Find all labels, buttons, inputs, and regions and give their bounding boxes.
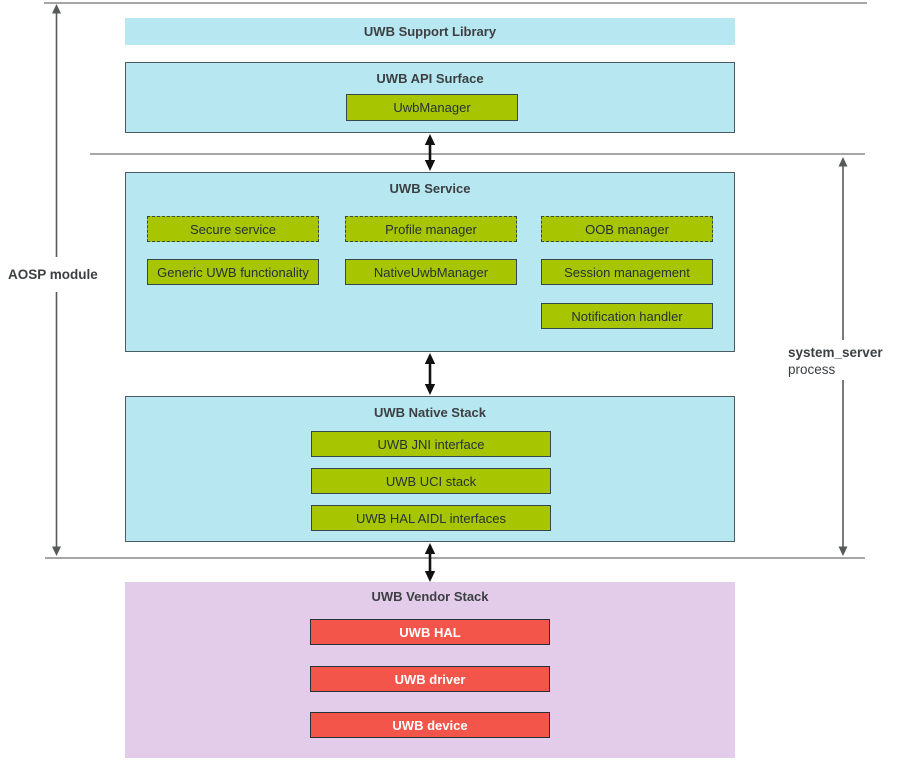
system-server-bracket-up-arrowhead (838, 157, 848, 167)
oob-manager-module: OOB manager (541, 216, 713, 242)
uwb-uci-stack-module: UWB UCI stack (311, 468, 551, 494)
bottom-divider-line (45, 557, 865, 559)
uwb-hal-module: UWB HAL (310, 619, 550, 645)
service-to-native-double-arrow (424, 353, 436, 395)
uwb-jni-interface-module: UWB JNI interface (311, 431, 551, 457)
nativeuwbmanager-module: NativeUwbManager (345, 259, 517, 285)
system-server-bracket-down-arrowhead (838, 546, 848, 556)
notification-handler-module: Notification handler (541, 303, 713, 329)
generic-uwb-functionality-module: Generic UWB functionality (147, 259, 319, 285)
uwbmanager-module: UwbManager (346, 94, 518, 121)
support-library-title: UWB Support Library (363, 24, 497, 39)
api-surface-box: UWB API Surface UwbManager (125, 62, 735, 133)
aosp-module-label: AOSP module (8, 264, 98, 285)
profile-manager-module: Profile manager (345, 216, 517, 242)
vendor-stack-title: UWB Vendor Stack (371, 589, 489, 604)
secure-service-module: Secure service (147, 216, 319, 242)
aosp-bracket-up-arrowhead (52, 4, 61, 14)
system-server-label-line1: system_server (788, 345, 883, 360)
system-server-label-line2: process (788, 362, 836, 377)
api-to-service-double-arrow (424, 134, 436, 171)
api-surface-title: UWB API Surface (376, 71, 484, 86)
native-to-vendor-double-arrow (424, 543, 436, 582)
uwb-service-title: UWB Service (389, 181, 471, 196)
uwb-device-module: UWB device (310, 712, 550, 738)
uwb-service-box: UWB Service Secure service Profile manag… (125, 172, 735, 352)
native-stack-box: UWB Native Stack UWB JNI interface UWB U… (125, 396, 735, 542)
uwb-hal-aidl-interfaces-module: UWB HAL AIDL interfaces (311, 505, 551, 531)
system-server-label: system_server process (788, 342, 883, 380)
session-management-module: Session management (541, 259, 713, 285)
top-divider-line (44, 2, 867, 4)
system-server-top-divider-line (90, 153, 865, 155)
vendor-stack-box: UWB Vendor Stack UWB HAL UWB driver UWB … (125, 582, 735, 758)
aosp-bracket-down-arrowhead (52, 546, 61, 556)
uwb-driver-module: UWB driver (310, 666, 550, 692)
support-library-bar: UWB Support Library (125, 18, 735, 45)
native-stack-title: UWB Native Stack (374, 405, 486, 420)
